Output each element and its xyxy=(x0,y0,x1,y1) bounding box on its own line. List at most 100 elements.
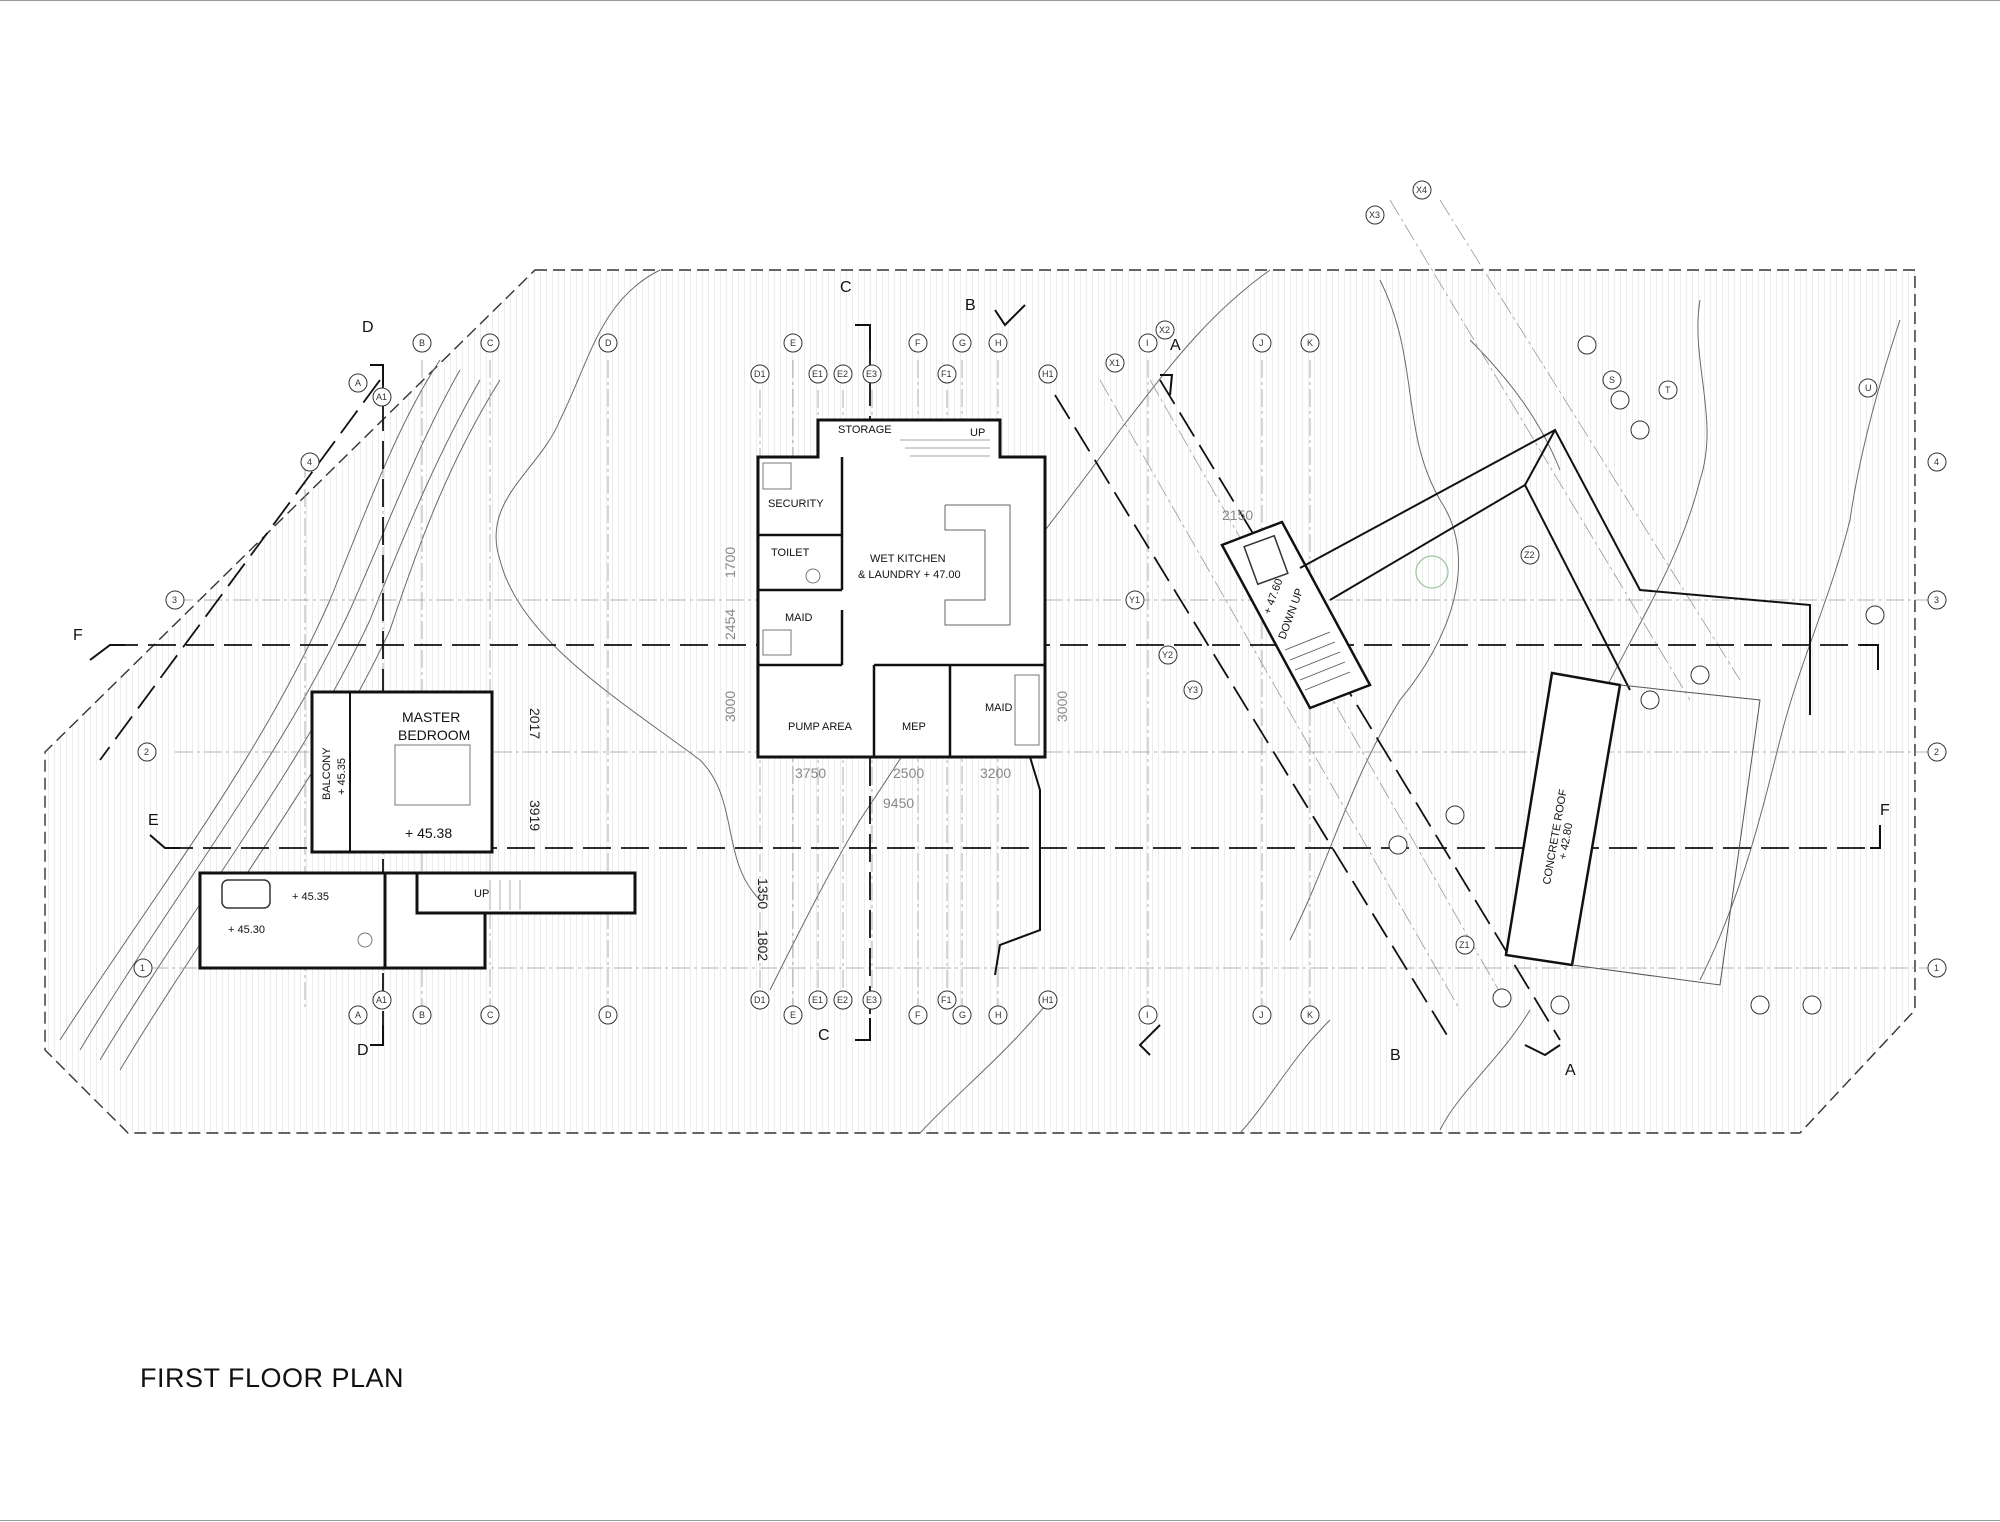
grid-left-3: 3 xyxy=(172,595,177,605)
grid-left-4: 4 xyxy=(307,457,312,467)
dim-2500: 2500 xyxy=(893,765,924,781)
grid-bottom-b: B xyxy=(419,1010,425,1020)
grid-bubbles-top xyxy=(348,333,1320,407)
grid-bubbles-bottom xyxy=(348,990,1320,1025)
grid-bottom-k: K xyxy=(1307,1010,1313,1020)
dim-2017: 2017 xyxy=(527,708,543,739)
grid-top-d: D xyxy=(605,338,612,348)
dim-1802: 1802 xyxy=(755,930,771,961)
grid-top-b: B xyxy=(419,338,425,348)
section-mark-f-left: F xyxy=(73,627,83,644)
section-mark-d-top: D xyxy=(362,319,374,336)
room-label-toilet: TOILET xyxy=(771,547,810,559)
grid-top-f: F xyxy=(915,338,921,348)
grid-bottom-d1: D1 xyxy=(754,995,766,1005)
grid-bubbles-left xyxy=(133,452,320,978)
dim-9450: 9450 xyxy=(883,795,914,811)
grid-top-h: H xyxy=(995,338,1002,348)
section-mark-f-right: F xyxy=(1880,802,1890,819)
grid-top-e1: E1 xyxy=(812,369,823,379)
room-label-maid-2: MAID xyxy=(985,702,1013,714)
room-label-bedroom: BEDROOM xyxy=(398,727,470,743)
grid-diag-x2: X2 xyxy=(1159,325,1170,335)
grid-top-i: I xyxy=(1146,338,1149,348)
grid-bottom-h1: H1 xyxy=(1042,995,1054,1005)
grid-diag-t: T xyxy=(1665,385,1671,395)
bottom-rule xyxy=(0,1520,2000,1521)
dim-1700: 1700 xyxy=(722,547,738,578)
right-walkway xyxy=(1299,428,1811,715)
grid-top-a1: A1 xyxy=(376,392,387,402)
grid-bottom-i: I xyxy=(1146,1010,1149,1020)
grid-top-a: A xyxy=(355,378,361,388)
stair-lift xyxy=(1243,534,1289,586)
grid-top-e3: E3 xyxy=(866,369,877,379)
grid-bottom-c: C xyxy=(487,1010,494,1020)
balcony-level: + 45.35 xyxy=(336,758,348,795)
grid-diag-y1: Y1 xyxy=(1129,595,1140,605)
bed-maid-2 xyxy=(1014,674,1040,746)
room-label-mep: MEP xyxy=(902,721,926,733)
section-mark-b-top: B xyxy=(965,297,976,314)
section-mark-a-bottom: A xyxy=(1565,1062,1576,1079)
grid-top-f1: F1 xyxy=(941,369,952,379)
bottom-stair xyxy=(489,880,521,910)
level-4530: + 45.30 xyxy=(228,924,265,936)
grid-diag-z2: Z2 xyxy=(1524,550,1535,560)
retaining-wall xyxy=(994,756,1041,976)
grid-top-c: C xyxy=(487,338,494,348)
section-mark-d-bottom: D xyxy=(357,1042,369,1059)
grid-top-g: G xyxy=(959,338,966,348)
bathtub xyxy=(221,879,271,909)
grid-bubbles-right xyxy=(1927,452,1947,978)
level-4538: + 45.38 xyxy=(405,825,452,841)
grid-bottom-f1: F1 xyxy=(941,995,952,1005)
grid-top-j: J xyxy=(1259,338,1264,348)
grid-bottom-g: G xyxy=(959,1010,966,1020)
room-label-security: SECURITY xyxy=(768,498,824,510)
central-partitions xyxy=(758,420,1045,757)
dim-3200: 3200 xyxy=(980,765,1011,781)
room-label-master: MASTER xyxy=(402,709,460,725)
dim-3750: 3750 xyxy=(795,765,826,781)
grid-right-4: 4 xyxy=(1934,457,1939,467)
toilet-fixture xyxy=(805,568,821,584)
dim-1350: 1350 xyxy=(755,878,771,909)
grid-bottom-d: D xyxy=(605,1010,612,1020)
grid-bottom-e3: E3 xyxy=(866,995,877,1005)
grid-right-2: 2 xyxy=(1934,747,1939,757)
top-rule xyxy=(0,0,2000,1)
grid-top-e: E xyxy=(790,338,796,348)
grid-diag-y3: Y3 xyxy=(1187,685,1198,695)
room-label-maid-1: MAID xyxy=(785,612,813,624)
grid-left-1: 1 xyxy=(140,963,145,973)
kitchen-counter xyxy=(944,504,1011,626)
stair-up-label: UP xyxy=(970,427,985,439)
room-label-pump-area: PUMP AREA xyxy=(788,721,853,733)
room-label-wet-kitchen: WET KITCHEN xyxy=(870,553,946,565)
grid-top-d1: D1 xyxy=(754,369,766,379)
grid-bottom-f: F xyxy=(915,1010,921,1020)
dim-3919: 3919 xyxy=(527,800,543,831)
room-label-balcony: BALCONY xyxy=(321,747,333,800)
grid-bottom-e2: E2 xyxy=(837,995,848,1005)
storage-stair xyxy=(900,439,990,457)
grid-right-3: 3 xyxy=(1934,595,1939,605)
section-mark-c-top: C xyxy=(840,279,852,296)
grid-diag-x3: X3 xyxy=(1369,210,1380,220)
bed-security xyxy=(762,462,792,490)
stair-treads xyxy=(1284,631,1351,691)
grid-diag-x4: X4 xyxy=(1416,185,1427,195)
stair-tower xyxy=(1220,520,1372,710)
grid-bottom-e1: E1 xyxy=(812,995,823,1005)
room-label-laundry: & LAUNDRY + 47.00 xyxy=(858,569,961,581)
grid-right-1: 1 xyxy=(1934,963,1939,973)
grid-bottom-a1: A1 xyxy=(376,995,387,1005)
section-mark-a-top: A xyxy=(1170,337,1181,354)
room-label-storage: STORAGE xyxy=(838,424,892,436)
dim-3000-right: 3000 xyxy=(1054,691,1070,722)
section-mark-b-bottom: B xyxy=(1390,1047,1401,1064)
grid-diag-z1: Z1 xyxy=(1459,940,1470,950)
dim-3000-left: 3000 xyxy=(722,691,738,722)
